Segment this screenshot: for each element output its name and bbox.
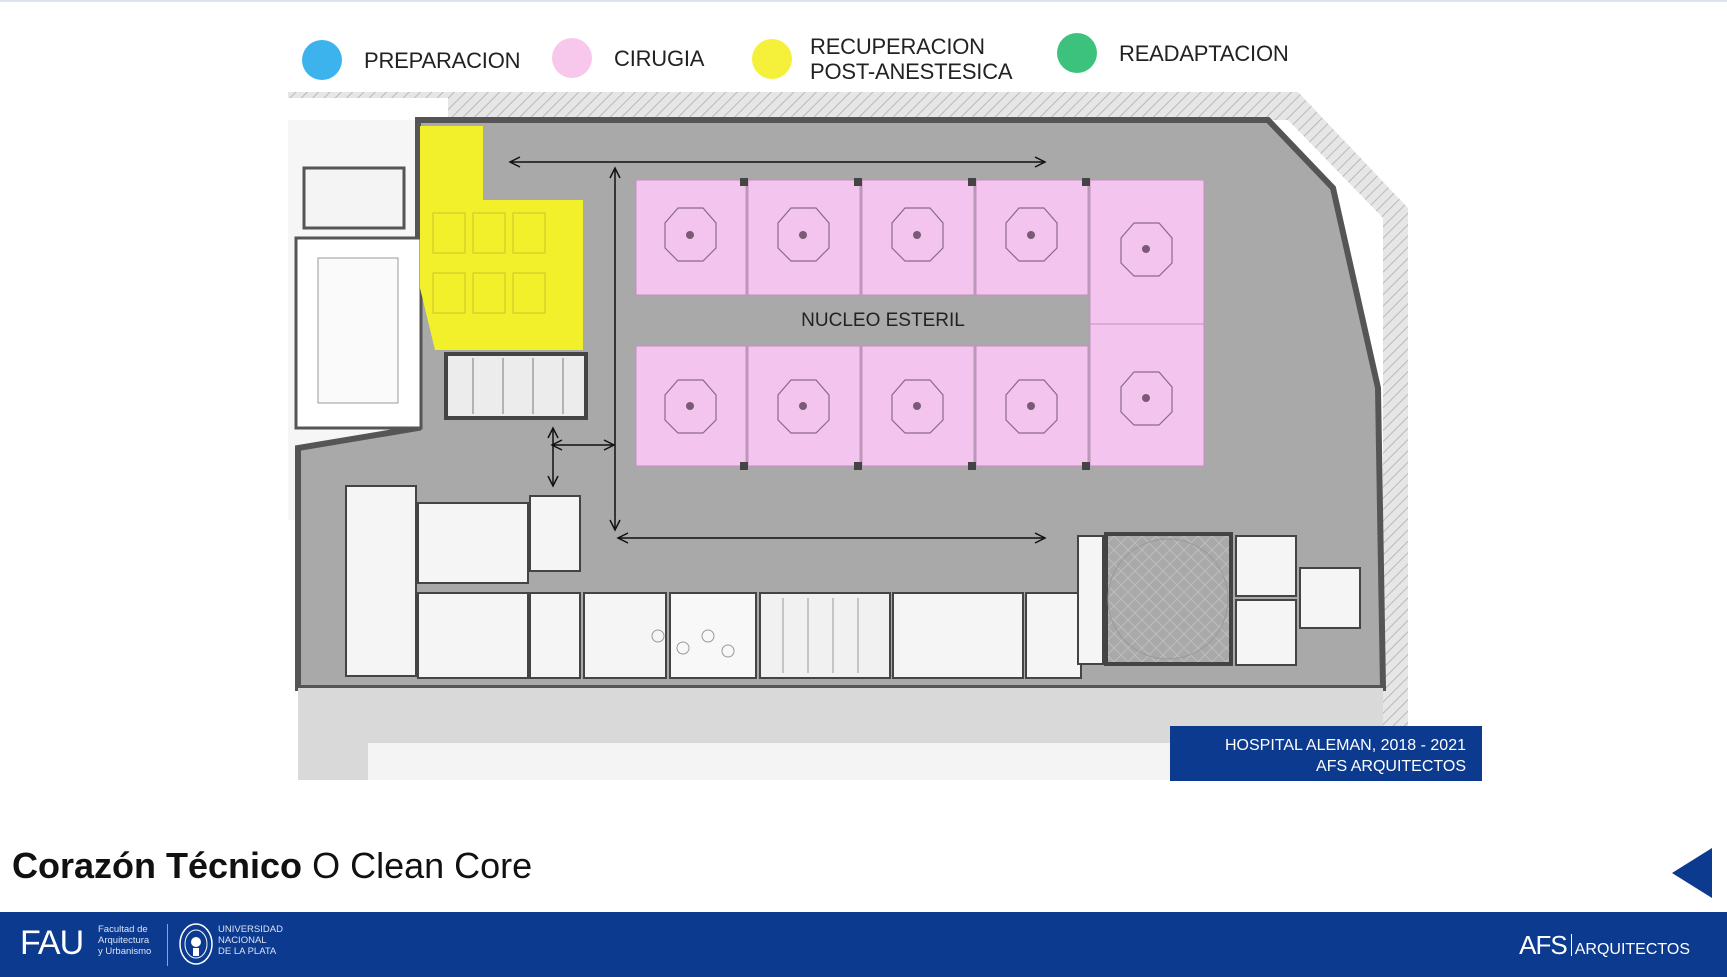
unlp-subtitle-line: UNIVERSIDAD (218, 924, 283, 935)
recovery-zone (420, 126, 583, 350)
shaft-circle (1107, 538, 1229, 660)
core-label: NUCLEO ESTERIL (801, 310, 965, 331)
side-room (1077, 535, 1104, 665)
top-rule (0, 0, 1727, 2)
legend-dot-preparacion (302, 40, 342, 80)
legend-label: READAPTACION (1119, 40, 1289, 66)
fau-subtitle-line: Facultad de (98, 924, 148, 935)
legend-dot-recuperacion (752, 39, 792, 79)
lower-rooms (368, 743, 1268, 780)
title-bold: Corazón Técnico (12, 845, 303, 886)
unlp-subtitle-line: DE LA PLATA (218, 946, 277, 957)
legend-label-line: RECUPERACION (810, 34, 985, 59)
title-normal: O Clean Core (312, 845, 533, 886)
service-fixtures (472, 358, 564, 414)
stair (302, 166, 406, 230)
fau-subtitle-line: Arquitectura (98, 935, 150, 946)
previous-slide-arrow-icon[interactable] (1672, 848, 1712, 898)
footer-bar: FAU Facultad de Arquitectura y Urbanismo… (0, 912, 1727, 977)
right-room-c (1299, 567, 1361, 629)
shaft-room (1104, 532, 1233, 666)
fau-subtitle-line: y Urbanismo (98, 946, 152, 957)
circulation-arrows (508, 156, 1047, 544)
footer-separator (167, 924, 168, 966)
legend-label: PREPARACION (364, 47, 521, 73)
afs-logo-main: AFS (1519, 930, 1568, 960)
recovery-beds (432, 212, 546, 314)
unlp-subtitle: UNIVERSIDAD NACIONAL DE LA PLATA (218, 924, 283, 957)
floor-plan: NUCLEO ESTERIL (288, 88, 1408, 780)
legend-label-line: POST-ANESTESICA (810, 59, 1013, 84)
afs-logo: AFS ARQUITECTOS (1519, 930, 1690, 961)
slide-title: Corazón Técnico O Clean Core (12, 845, 532, 887)
right-room-a (1235, 535, 1297, 597)
legend-item-recuperacion: RECUPERACION POST-ANESTESICA (752, 34, 1013, 84)
afs-logo-bar (1570, 934, 1572, 956)
or-equipment-dots (686, 231, 1150, 410)
service-rooms (444, 352, 588, 420)
legend-label-multiline: RECUPERACION POST-ANESTESICA (810, 34, 1013, 84)
or-equipment (664, 207, 1173, 434)
lower-left-rooms (345, 485, 1082, 679)
caption-line: HOSPITAL ALEMAN, 2018 - 2021 (1224, 737, 1466, 754)
fau-logo: FAU (20, 924, 84, 962)
legend-dot-readaptacion (1057, 33, 1097, 73)
right-room-b (1235, 599, 1297, 666)
unlp-seal-icon (179, 923, 213, 965)
unlp-subtitle-line: NACIONAL (218, 935, 267, 946)
legend-label: CIRUGIA (614, 45, 705, 71)
legend-dot-cirugia (552, 38, 592, 78)
legend-item-preparacion: PREPARACION (302, 40, 521, 80)
afs-logo-sub: ARQUITECTOS (1574, 941, 1690, 958)
fau-subtitle: Facultad de Arquitectura y Urbanismo (98, 924, 151, 957)
legend-item-readaptacion: READAPTACION (1057, 33, 1289, 73)
room-fixtures (651, 598, 859, 673)
columns (740, 178, 1090, 470)
caption-line: AFS ARQUITECTOS (1316, 758, 1466, 775)
sterile-core (636, 298, 1088, 343)
floor-plan-drawing: NUCLEO ESTERIL (288, 92, 1408, 780)
light-well-inner (317, 257, 399, 404)
legend-item-cirugia: CIRUGIA (552, 38, 704, 78)
project-caption: HOSPITAL ALEMAN, 2018 - 2021 AFS ARQUITE… (1170, 726, 1482, 781)
